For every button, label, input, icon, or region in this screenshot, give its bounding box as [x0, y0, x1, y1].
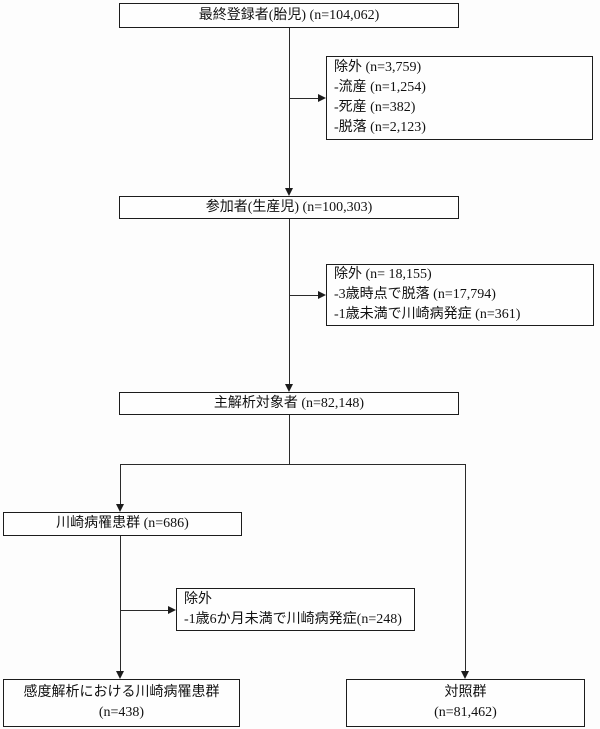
box-sensitivity-group-label: 感度解析における川崎病罹患群 [23, 685, 220, 700]
connector-split-horizontal [120, 464, 465, 465]
connector-branch-exclusion-3 [120, 610, 169, 611]
box-sensitivity-group: 感度解析における川崎病罹患群 (n=438) [3, 679, 240, 727]
connector-branch-exclusion-2 [289, 295, 320, 296]
exclusion-3-line: -1歳6か月未満で川崎病発症(n=248) [184, 611, 402, 627]
connector-split-to-kd-group [120, 464, 121, 505]
connector-main-analysis-stem [289, 415, 290, 464]
box-sensitivity-group-count: (n=438) [98, 705, 145, 720]
exclusion-2-line: -3歳時点で脱落 (n=17,794) [334, 287, 496, 302]
box-participants: 参加者(生産児) (n=100,303) [119, 196, 459, 219]
box-exclusion-3: 除外 -1歳6か月未満で川崎病発症(n=248) [176, 588, 415, 631]
arrowhead-into-sensitivity-group [115, 671, 124, 679]
box-kd-group: 川崎病罹患群 (n=686) [3, 512, 242, 536]
arrowhead-into-main-analysis [284, 384, 293, 392]
connector-branch-exclusion-1 [289, 98, 320, 99]
arrowhead-into-exclusion-1 [318, 93, 326, 102]
box-control-group-label: 対照群 [444, 685, 487, 700]
box-exclusion-1: 除外 (n=3,759) -流産 (n=1,254) -死産 (n=382) -… [326, 56, 593, 140]
arrowhead-into-exclusion-3 [168, 605, 176, 614]
exclusion-1-line: 除外 (n=3,759) [334, 60, 422, 75]
box-control-group-count: (n=81,462) [434, 705, 497, 720]
connector-registrants-to-participants [289, 28, 290, 189]
connector-split-to-control-group [465, 464, 466, 672]
arrowhead-into-kd-group [115, 504, 124, 512]
exclusion-1-line: -死産 (n=382) [334, 100, 416, 115]
arrowhead-into-participants [284, 188, 293, 196]
box-control-group: 対照群 (n=81,462) [346, 679, 585, 727]
connector-participants-to-main-analysis [289, 219, 290, 385]
box-participants-label: 参加者(生産児) (n=100,303) [205, 199, 373, 215]
exclusion-2-line: -1歳未満で川崎病発症 (n=361) [334, 307, 521, 322]
box-final-registrants-label: 最終登録者(胎児) (n=104,062) [198, 7, 380, 23]
box-main-analysis: 主解析対象者 (n=82,148) [119, 392, 459, 415]
exclusion-1-line: -流産 (n=1,254) [334, 80, 426, 95]
box-exclusion-2: 除外 (n= 18,155) -3歳時点で脱落 (n=17,794) -1歳未満… [326, 264, 594, 326]
connector-kd-to-sensitivity [120, 536, 121, 672]
box-kd-group-label: 川崎病罹患群 (n=686) [56, 516, 189, 531]
exclusion-3-line: 除外 [184, 591, 212, 607]
exclusion-1-line: -脱落 (n=2,123) [334, 120, 426, 135]
arrowhead-into-exclusion-2 [318, 290, 326, 299]
box-final-registrants: 最終登録者(胎児) (n=104,062) [119, 3, 459, 28]
exclusion-2-line: 除外 (n= 18,155) [334, 267, 432, 282]
arrowhead-into-control-group [460, 671, 469, 679]
box-main-analysis-label: 主解析対象者 (n=82,148) [213, 395, 365, 411]
